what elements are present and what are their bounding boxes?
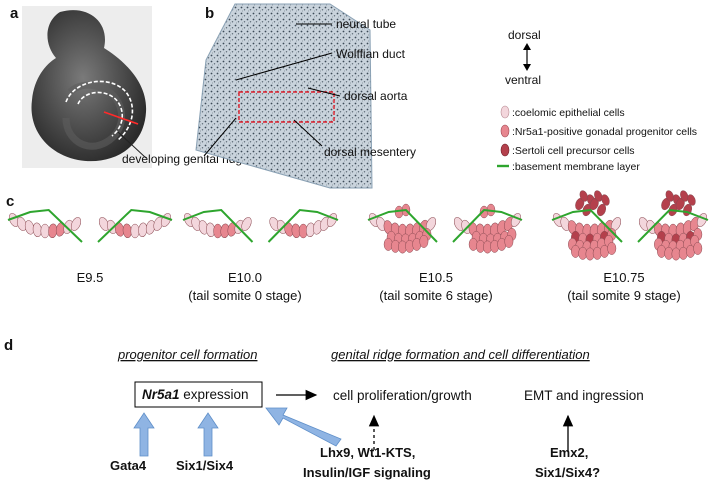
stage-e9-5-label: E9.5	[77, 270, 104, 285]
basement-membrane	[452, 208, 523, 243]
arrow-gata4-icon	[133, 412, 155, 457]
ventral-label: ventral	[505, 73, 541, 87]
basement-membrane	[182, 208, 254, 243]
arrowhead-up-icon	[523, 43, 531, 50]
emx2-label-line1: Emx2,	[550, 445, 588, 460]
legend-sertoli-icon	[500, 143, 510, 157]
sertoli-precursor-cell	[579, 190, 588, 202]
dorsal-aorta-label: dorsal aorta	[344, 89, 408, 103]
epithelial-cell	[40, 223, 50, 239]
heading-progenitor: progenitor cell formation	[117, 347, 257, 362]
neural-tube-label: neural tube	[336, 17, 396, 31]
stage-e10-75-sublabel: (tail somite 9 stage)	[567, 288, 680, 303]
legend: :coelomic epithelial cells :Nr5a1-positi…	[497, 105, 697, 173]
six1-six4-label: Six1/Six4	[176, 458, 234, 473]
stage-e10-0-sublabel: (tail somite 0 stage)	[188, 288, 301, 303]
panel-label-a: a	[10, 5, 19, 22]
nr5a1-gene-label: Nr5a1	[142, 387, 180, 402]
nr5a1-suffix: expression	[180, 387, 249, 402]
sertoli-precursor-cell	[687, 194, 696, 206]
legend-membrane-label: :basement membrane layer	[512, 161, 640, 173]
proliferation-label: cell proliferation/growth	[333, 388, 472, 403]
sertoli-precursor-cell	[680, 190, 689, 202]
lhx9-label-line2: Insulin/IGF signaling	[303, 465, 431, 480]
basement-membrane	[267, 208, 339, 243]
panel-label-c: c	[6, 193, 14, 210]
legend-progenitor-icon	[500, 124, 510, 138]
sertoli-precursor-cell	[594, 190, 603, 202]
progenitor-cell	[571, 244, 580, 258]
epithelial-cell	[241, 217, 252, 231]
progenitor-cell	[419, 234, 429, 248]
panel-label-b: b	[205, 5, 214, 22]
progenitor-cell	[592, 246, 602, 260]
stage-e10-5-label: E10.5	[419, 270, 453, 285]
stage-e10-75-label: E10.75	[603, 270, 644, 285]
legend-sertoli-label: :Sertoli cell precursor cells	[512, 145, 635, 157]
legend-coelomic-icon	[500, 105, 510, 119]
emx2-label-line2: Six1/Six4?	[535, 465, 600, 480]
basement-membrane	[637, 208, 709, 243]
wolffian-duct-label: Wolffian duct	[336, 47, 406, 61]
gata4-label: Gata4	[110, 458, 147, 473]
progenitor-cell	[657, 244, 666, 258]
embryo-image	[22, 6, 152, 168]
sertoli-precursor-cell	[596, 203, 607, 217]
sertoli-precursor-cell	[601, 194, 610, 206]
basement-membrane	[367, 208, 438, 243]
progenitor-cell	[607, 241, 617, 255]
blue-arrows	[133, 407, 342, 457]
arrow-lhx9-icon	[265, 407, 342, 447]
lhx9-label-line1: Lhx9, Wt1-KTS,	[320, 445, 415, 460]
stage-e10-5-sublabel: (tail somite 6 stage)	[379, 288, 492, 303]
basement-membrane	[7, 208, 83, 243]
epithelial-cell	[70, 217, 82, 231]
arrowhead-down-icon	[523, 64, 531, 71]
legend-coelomic-label: :coelomic epithelial cells	[512, 107, 625, 119]
stage-e10-0-label: E10.0	[228, 270, 262, 285]
arrow-six1-icon	[197, 412, 219, 457]
basement-membrane	[97, 208, 173, 243]
dorsal-mesentery-label: dorsal mesentery	[324, 145, 416, 159]
panel-label-d: d	[4, 337, 13, 354]
nr5a1-expression-label: Nr5a1 expression	[142, 387, 249, 402]
epithelial-cell	[130, 223, 140, 239]
dorsal-label: dorsal	[508, 28, 541, 42]
heading-genital-ridge: genital ridge formation and cell differe…	[331, 347, 590, 362]
nr5a1-box	[134, 381, 263, 408]
stage-drawings	[7, 190, 709, 261]
histology-section	[195, 3, 373, 189]
emt-label: EMT and ingression	[524, 388, 644, 403]
basement-membrane	[551, 208, 623, 243]
progenitor-cell	[678, 246, 688, 260]
progenitor-cell	[504, 234, 514, 248]
legend-progenitor-label: :Nr5a1-positive gonadal progenitor cells	[512, 126, 697, 138]
sertoli-precursor-cell	[665, 190, 674, 202]
progenitor-cell	[693, 241, 703, 255]
